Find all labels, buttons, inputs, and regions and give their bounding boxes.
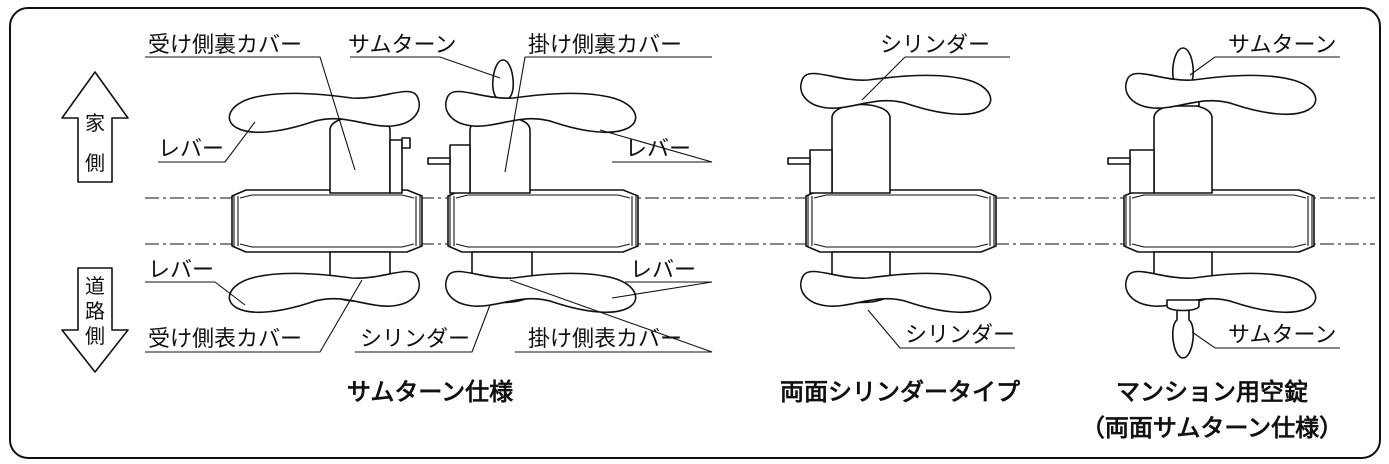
label-cylinder-1: シリンダー <box>360 327 470 352</box>
house-side-char-2: 側 <box>85 151 105 175</box>
label-cylinder-2-top: シリンダー <box>880 33 990 58</box>
label-hanging-front-cover: 掛け側表カバー <box>528 327 682 352</box>
road-side-char-3: 側 <box>85 324 105 348</box>
road-side-arrow: 道 路 側 <box>61 267 129 373</box>
caption-mansion-line1: マンション用空錠 <box>1116 378 1308 406</box>
label-receiving-back-cover: 受け側裏カバー <box>148 33 302 58</box>
leader-lines <box>145 56 1340 353</box>
label-thumb-turn-2-bottom: サムターン <box>1228 323 1336 348</box>
label-lever-lower-left: レバー <box>148 258 214 283</box>
label-lever-upper-right: レバー <box>625 137 691 162</box>
house-side-arrow: 家 側 <box>61 71 129 183</box>
figure-mansion-lock <box>1107 47 1317 359</box>
caption-mansion-line2: （両面サムターン仕様） <box>1081 414 1343 442</box>
label-receiving-front-cover: 受け側表カバー <box>148 327 302 352</box>
label-lever-lower-right: レバー <box>630 258 696 283</box>
caption-double-cylinder: 両面シリンダータイプ <box>780 378 1021 406</box>
label-hanging-back-cover: 掛け側裏カバー <box>528 33 682 58</box>
figure-thumb-turn-spec <box>228 59 639 314</box>
road-side-char-1: 道 <box>85 274 105 298</box>
caption-thumb-turn-spec: サムターン仕様 <box>347 378 514 406</box>
road-side-char-2: 路 <box>85 299 105 323</box>
label-thumb-turn-2-top: サムターン <box>1228 33 1336 58</box>
house-side-char-1: 家 <box>85 111 105 135</box>
label-lever-upper-left: レバー <box>158 137 224 162</box>
label-cylinder-2-bottom: シリンダー <box>905 323 1015 348</box>
outer-frame <box>9 7 1381 459</box>
figure-double-cylinder <box>787 72 997 314</box>
label-thumb-turn-1: サムターン <box>348 33 456 58</box>
